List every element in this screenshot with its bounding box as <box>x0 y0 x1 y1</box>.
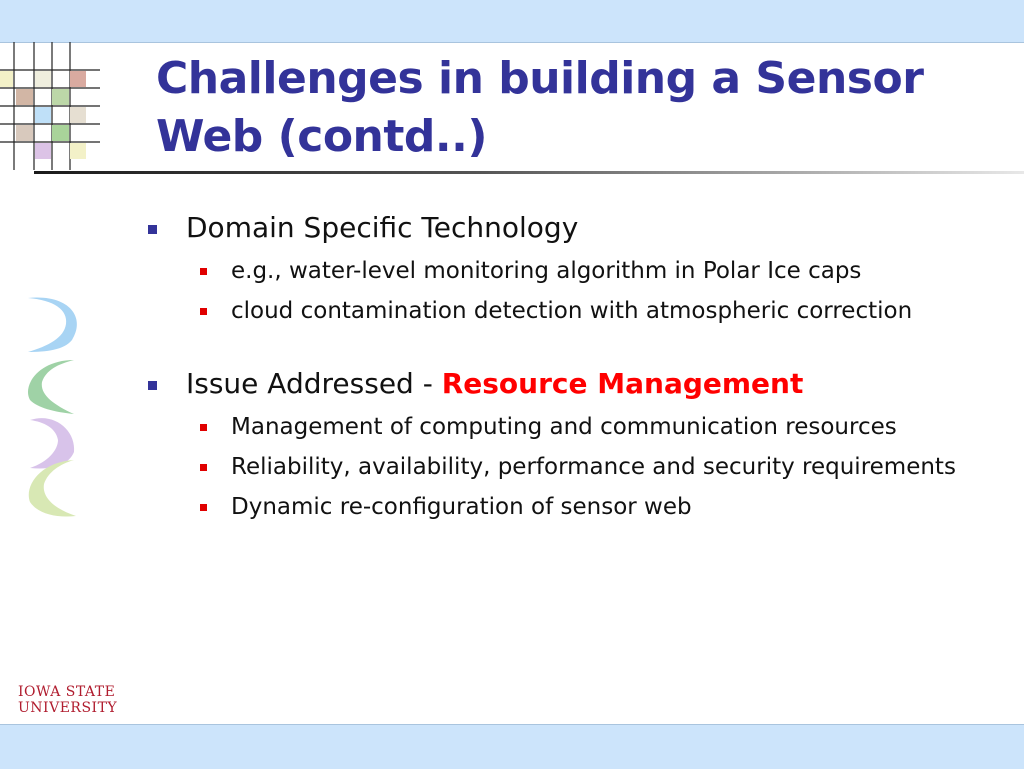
bullet-marker <box>200 504 207 511</box>
bullet-marker <box>200 464 207 471</box>
top-band <box>0 0 1024 43</box>
title-divider <box>34 171 1024 174</box>
sub-bullet: e.g., water-level monitoring algorithm i… <box>148 254 988 288</box>
sub-bullet-text: e.g., water-level monitoring algorithm i… <box>231 258 862 284</box>
sub-bullet: cloud contamination detection with atmos… <box>148 294 988 328</box>
grid-decoration <box>0 42 100 170</box>
university-logo: IOWA STATE UNIVERSITY <box>18 684 117 716</box>
bullet-marker <box>148 225 157 234</box>
bullet-marker <box>200 268 207 275</box>
sub-bullet: Reliability, availability, performance a… <box>148 450 988 484</box>
bullet-text: Issue Addressed - <box>186 367 442 400</box>
bullet-marker <box>200 424 207 431</box>
bullet-issue-addressed: Issue Addressed - Resource Management <box>148 364 988 404</box>
highlight-text: Resource Management <box>441 367 804 400</box>
logo-line-1: IOWA STATE <box>18 684 116 700</box>
sub-bullet-text: Reliability, availability, performance a… <box>231 454 956 480</box>
sub-bullet: Management of computing and communicatio… <box>148 410 988 444</box>
sub-bullet-text: Management of computing and communicatio… <box>231 414 897 440</box>
slide-content: Domain Specific Technology e.g., water-l… <box>148 208 988 524</box>
bullet-domain-specific-technology: Domain Specific Technology <box>148 208 988 248</box>
bullet-marker <box>200 308 207 315</box>
sub-bullet-text: cloud contamination detection with atmos… <box>231 298 913 324</box>
sub-bullet-text: Dynamic re-configuration of sensor web <box>231 494 692 520</box>
bullet-marker <box>148 381 157 390</box>
bullet-text: Domain Specific Technology <box>186 211 579 244</box>
sub-bullet: Dynamic re-configuration of sensor web <box>148 490 988 524</box>
bottom-band <box>0 724 1024 769</box>
crescent-decoration <box>27 297 77 517</box>
slide-title: Challenges in building a Sensor Web (con… <box>156 53 924 162</box>
logo-line-2: UNIVERSITY <box>18 700 118 716</box>
